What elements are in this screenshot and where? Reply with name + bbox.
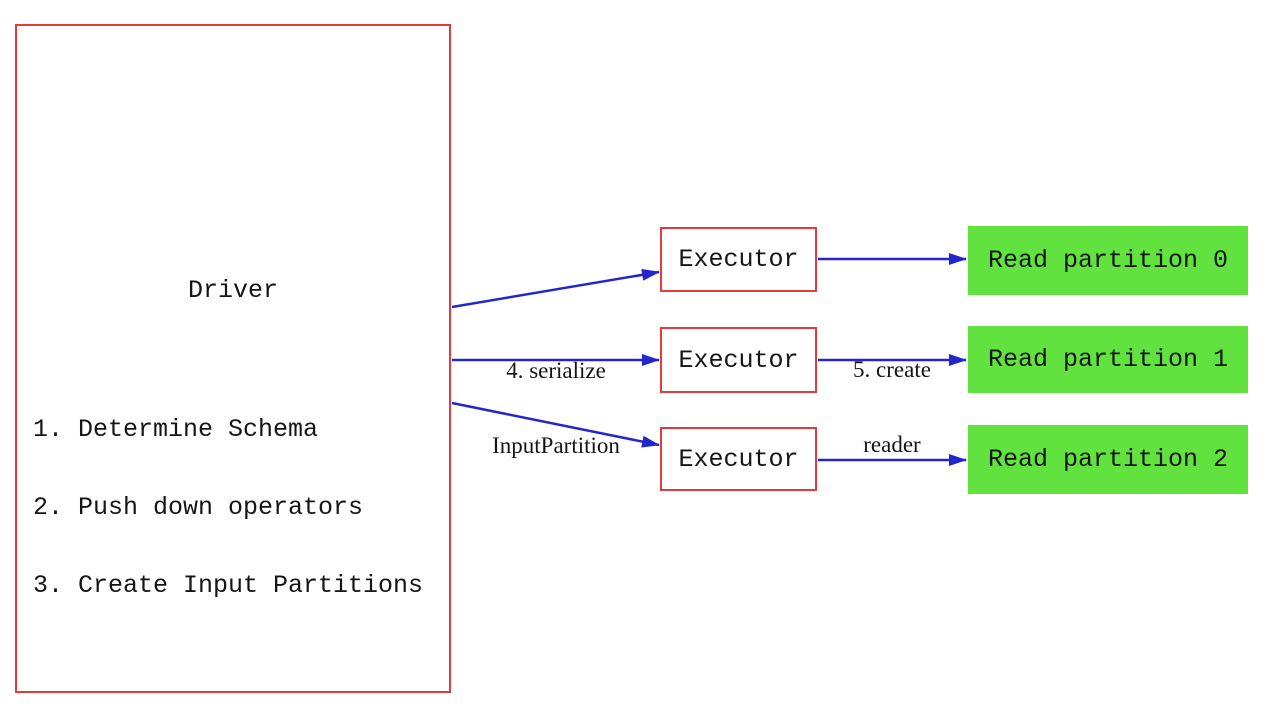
driver-step: 3. Create Input Partitions [33,571,424,600]
edge-label-serialize-input-partition: 4. serialize InputPartition [446,308,666,508]
executor-label: Executor [678,444,799,474]
edge-label-line: InputPartition [492,433,620,458]
read-partition-box-1: Read partition 1 [968,326,1248,393]
read-partition-label: Read partition 1 [987,345,1229,374]
executor-box-1: Executor [660,227,817,292]
executor-label: Executor [678,245,799,274]
executor-box-2: Executor [660,327,817,393]
arrow-driver-to-executor-1 [451,268,660,309]
driver-box [15,24,451,693]
executor-label: Executor [678,345,799,375]
driver-steps: 1. Determine Schema 2. Push down operato… [33,365,423,651]
edge-label-line: 4. serialize [506,358,606,383]
read-partition-box-2: Read partition 2 [968,425,1248,494]
read-partition-box-0: Read partition 0 [968,226,1248,295]
driver-step: 1. Determine Schema [33,415,319,444]
edge-label-create-reader: 5. create reader [812,307,972,507]
driver-step: 2. Push down operators [33,493,364,522]
driver-title: Driver [187,276,278,305]
edge-label-line: reader [863,432,921,457]
edge-label-line: 5. create [853,357,931,382]
executor-box-3: Executor [660,427,817,491]
read-partition-label: Read partition 0 [987,246,1229,275]
read-partition-label: Read partition 2 [987,445,1229,474]
